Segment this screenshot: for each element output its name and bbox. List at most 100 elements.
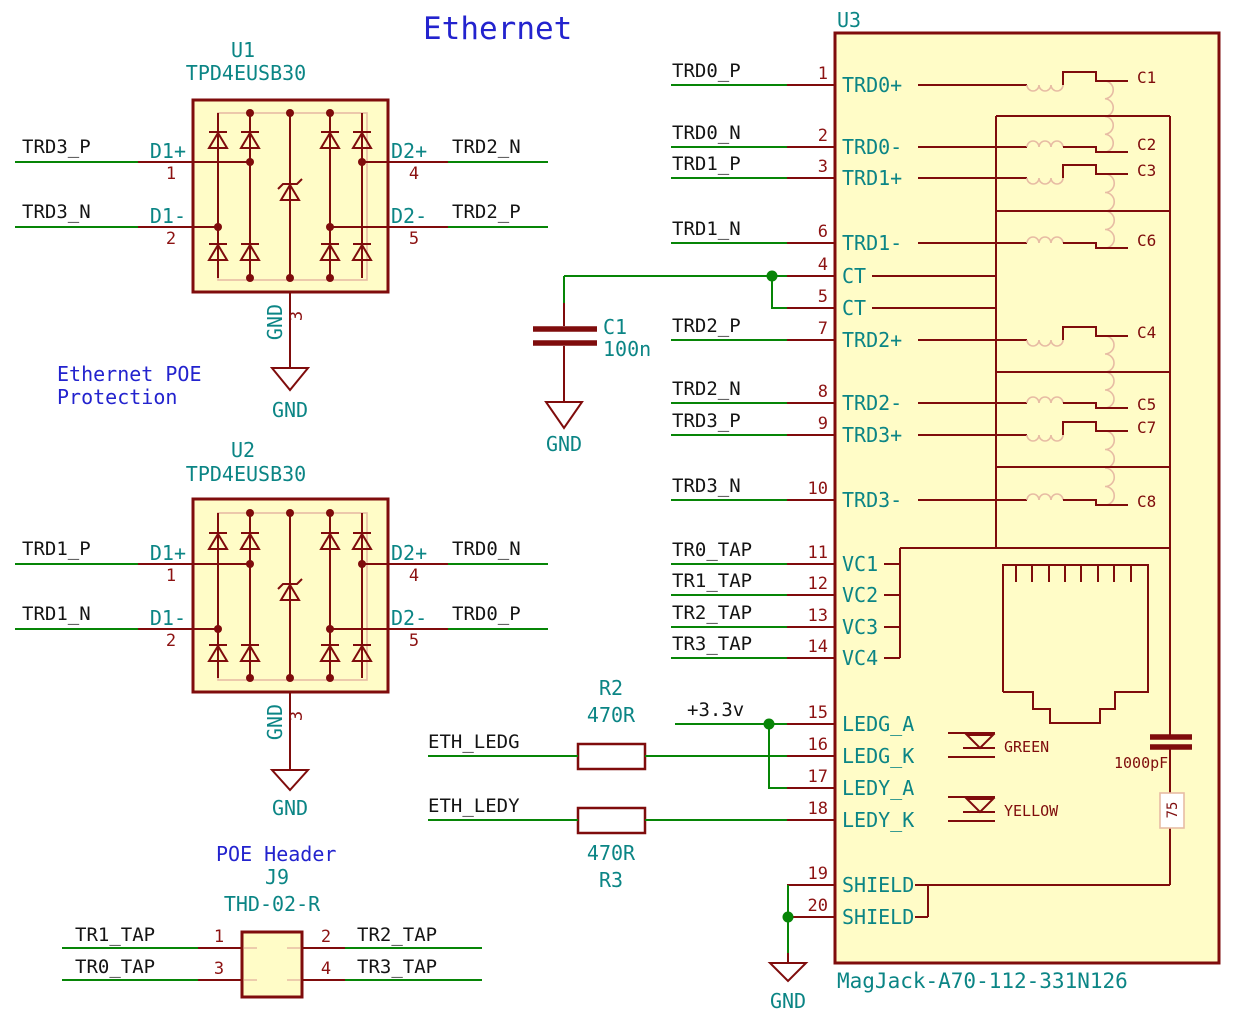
u3-pin-name-ledgk: LEDG_K xyxy=(842,744,914,768)
net-label-trd2p: TRD2_P xyxy=(452,201,521,223)
u2-pin-name-d1n: D1- xyxy=(150,606,186,630)
u1-junction-dots xyxy=(214,109,366,282)
u2-pin-name-d2n: D2- xyxy=(391,606,427,630)
u3-cap-label-c3: C3 xyxy=(1137,161,1156,180)
u3-pin-numbers: 1 2 3 6 4 5 7 8 9 10 11 12 13 14 15 16 1… xyxy=(808,64,828,916)
shield-cap-value: 1000pF xyxy=(1114,754,1168,772)
j9-pin-number-1: 1 xyxy=(214,927,224,947)
u2-pin-lines xyxy=(138,563,448,770)
note-poe-protection-line2: Protection xyxy=(57,385,177,409)
j9-pin-number-2: 2 xyxy=(321,927,331,947)
u3-pin-name-vc2: VC2 xyxy=(842,583,878,607)
u3-pin-name-vc4: VC4 xyxy=(842,646,878,670)
u2-refdes: U2 xyxy=(231,438,255,462)
u3-pin-name-shield1: SHIELD xyxy=(842,873,914,897)
u3-led-green: GREEN xyxy=(948,732,1049,758)
net-label-u3-trd1n: TRD1_N xyxy=(672,218,741,240)
c1-gnd-label: GND xyxy=(546,432,582,456)
component-r3: 470R R3 ETH_LEDY xyxy=(428,795,787,892)
j9-wires xyxy=(62,947,482,981)
u3-led-yellow: YELLOW xyxy=(948,796,1059,822)
u3-pin-name-vc3: VC3 xyxy=(842,615,878,639)
u1-value: TPD4EUSB30 xyxy=(186,61,306,85)
c1-gnd-symbol-icon xyxy=(544,401,584,430)
u2-pin-number-5: 5 xyxy=(409,631,419,651)
u1-pin-number-2: 2 xyxy=(166,229,176,249)
u3-secondary-stubs xyxy=(1062,71,1128,506)
green-led-icon xyxy=(948,732,996,758)
r3-resistor-body xyxy=(576,806,647,835)
u3-pin-name-trd1p: TRD1+ xyxy=(842,166,902,190)
net-label-trd3n: TRD3_N xyxy=(22,201,91,223)
r2-value: 470R xyxy=(587,703,636,727)
u2-pin-number-2: 2 xyxy=(166,631,176,651)
net-label-tr0tap: TR0_TAP xyxy=(75,956,155,978)
u3-pin-name-trd2p: TRD2+ xyxy=(842,328,902,352)
u3-pin-name-trd3p: TRD3+ xyxy=(842,423,902,447)
ct-wire xyxy=(564,275,787,309)
u1-pin-number-3: 3 xyxy=(287,311,307,321)
u3-pin-name-ledyk: LEDY_K xyxy=(842,808,914,832)
u3-value: MagJack-A70-112-331N126 xyxy=(837,969,1128,993)
u3-pin-name-vc1: VC1 xyxy=(842,552,878,576)
rj45-jack-icon xyxy=(1002,564,1149,724)
u2-pin-name-d2p: D2+ xyxy=(391,541,427,565)
green-led-label: GREEN xyxy=(1004,738,1049,756)
u3-gnd-symbol-icon xyxy=(767,962,809,983)
u3-pin-number-18: 18 xyxy=(808,799,828,819)
net-label-ethledg: ETH_LEDG xyxy=(428,731,520,753)
u3-pin-name-trd0p: TRD0+ xyxy=(842,73,902,97)
j9-body xyxy=(240,930,304,999)
u3-cap-label-c6: C6 xyxy=(1137,231,1156,250)
u1-pin-number-4: 4 xyxy=(409,164,419,184)
net-label-u3-trd0n: TRD0_N xyxy=(672,122,741,144)
c1-capacitor-icon xyxy=(533,326,597,346)
u1-refdes: U1 xyxy=(231,38,255,62)
u3-pin-number-17: 17 xyxy=(808,767,828,787)
net-label-33v: +3.3v xyxy=(687,699,744,721)
r2-refdes: R2 xyxy=(599,676,623,700)
j9-value: THD-02-R xyxy=(224,892,321,916)
u3-cap-label-c8: C8 xyxy=(1137,492,1156,511)
u3-transformers: C1 C2 C3 C6 C4 C5 C7 C8 xyxy=(872,68,1171,735)
j9-pin-lines xyxy=(198,947,345,981)
u1-pin-lines xyxy=(138,161,448,368)
u3-pin-lines xyxy=(787,84,835,918)
u3-pin-number-20: 20 xyxy=(808,896,828,916)
u3-primary-coil-icons xyxy=(1026,84,1064,501)
u3-pin-number-10: 10 xyxy=(808,479,828,499)
u3-pin-number-2: 2 xyxy=(818,126,828,146)
net-label-trd0p: TRD0_P xyxy=(452,603,521,625)
component-r2: R2 470R ETH_LEDG xyxy=(428,676,787,771)
u3-pin-number-15: 15 xyxy=(808,703,828,723)
net-label-tr1tap: TR1_TAP xyxy=(75,924,155,946)
net-label-u3-tr2tap: TR2_TAP xyxy=(672,602,752,624)
net-label-u3-trd3n: TRD3_N xyxy=(672,475,741,497)
net-label-trd1p: TRD1_P xyxy=(22,538,91,560)
note-poe-header: POE Header xyxy=(216,842,336,866)
u2-pin-number-1: 1 xyxy=(166,566,176,586)
u3-pin-number-9: 9 xyxy=(818,414,828,434)
u3-pin-name-ct2: CT xyxy=(842,296,866,320)
u1-pin-name-gnd: GND xyxy=(263,304,287,340)
junction-dot-shield xyxy=(782,911,794,923)
c1-value: 100n xyxy=(603,337,651,361)
u3-pin-number-14: 14 xyxy=(808,637,828,657)
u2-wires xyxy=(15,563,548,630)
u1-gnd-symbol-icon xyxy=(269,367,311,392)
c1-refdes: C1 xyxy=(603,315,627,339)
u3-pin-name-trd2n: TRD2- xyxy=(842,391,902,415)
shield-resistor-body xyxy=(1159,792,1185,829)
u3-pin-number-7: 7 xyxy=(818,319,828,339)
net-label-trd2n: TRD2_N xyxy=(452,136,521,158)
u3-cap-label-c1: C1 xyxy=(1137,68,1156,87)
r2-resistor-body xyxy=(576,742,647,771)
u3-gnd-label: GND xyxy=(770,989,806,1013)
net-label-u3-trd2n: TRD2_N xyxy=(672,378,741,400)
u2-pin-name-gnd: GND xyxy=(263,704,287,740)
net-label-trd3p: TRD3_P xyxy=(22,136,91,158)
component-j9: J9 THD-02-R 1 2 3 4 TR1_TAP TR0_TAP TR2_… xyxy=(62,865,482,999)
component-u2: U2 TPD4EUSB30 D1+ D1- D2+ D2- GND 1 2 4 … xyxy=(15,438,548,820)
u3-cap-label-c4: C4 xyxy=(1137,323,1156,342)
net-label-u3-trd0p: TRD0_P xyxy=(672,60,741,82)
